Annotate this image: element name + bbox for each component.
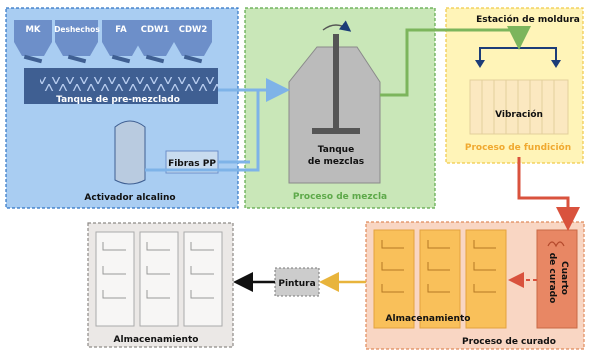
hopper-cdw2: CDW2 xyxy=(174,20,212,64)
rotation-arrow-icon xyxy=(322,20,352,32)
mix-tank-label-line1: Tanque xyxy=(318,145,354,155)
fibers-label: Fibras PP xyxy=(168,159,216,169)
final-storage-label: Almacenamiento xyxy=(114,335,199,345)
curing-room-label-line1: Cuarto xyxy=(559,261,569,295)
mix-tank-label-line2: de mezclas xyxy=(308,157,364,167)
vibration-mold xyxy=(469,79,569,135)
activator-to-mix-arrow xyxy=(145,90,260,172)
hopper-label-mk: MK xyxy=(25,25,40,35)
hopper-cdw1: CDW1 xyxy=(136,20,174,64)
hopper-row: MK Deshechos FA CDW1 CDW2 xyxy=(14,20,212,64)
activator-label: Activador alcalino xyxy=(84,193,175,203)
curing-room xyxy=(536,229,578,329)
premix-conveyor: Tanque de pre-mezclado xyxy=(24,68,218,105)
curing-shelves xyxy=(373,229,507,329)
final-storage-region xyxy=(87,222,234,348)
hopper-label-fa: FA xyxy=(115,25,127,35)
mixing-process-label: Proceso de mezcla xyxy=(293,192,387,202)
vibration-label: Vibración xyxy=(495,109,543,120)
premix-tank-label: Tanque de pre-mezclado xyxy=(56,95,180,105)
curing-process-label: Proceso de curado xyxy=(462,337,556,347)
stirrer-blade xyxy=(312,128,360,134)
paint-label: Pintura xyxy=(278,279,315,289)
hopper-deshechos: Deshechos xyxy=(54,20,100,64)
curing-storage-label: Almacenamiento xyxy=(386,314,471,324)
casting-to-curing-arrow xyxy=(517,157,580,231)
casting-process-label: Proceso de fundición xyxy=(465,142,571,153)
hopper-fa: FA xyxy=(102,20,140,64)
paint-box: Pintura xyxy=(274,267,320,297)
hopper-label-cdw1: CDW1 xyxy=(141,25,170,35)
hopper-mk: MK xyxy=(14,20,52,64)
mix-to-casting-arrow xyxy=(380,26,531,97)
curing-room-label-line2: de curado xyxy=(547,253,557,304)
hopper-label-cdw2: CDW2 xyxy=(179,25,208,35)
hopper-label-deshechos: Deshechos xyxy=(54,25,100,34)
flow-arrows xyxy=(145,26,580,292)
molding-station-label: Estación de moldura xyxy=(476,14,580,25)
stirrer-shaft xyxy=(333,34,339,132)
activator-tank xyxy=(114,120,146,185)
